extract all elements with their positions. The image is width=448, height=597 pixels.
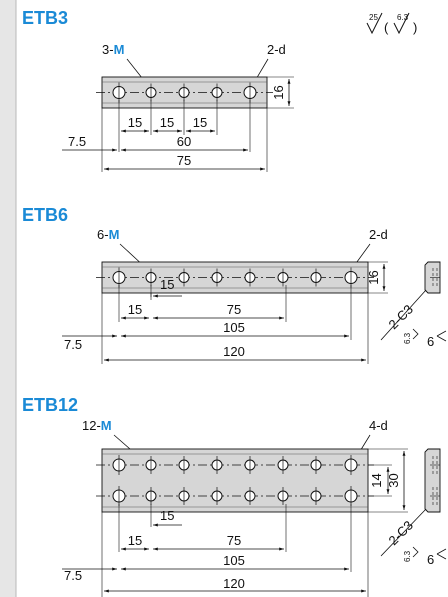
etb6-section: ETB6 6-M 2-d 16 2-C3 6.3 6	[22, 205, 447, 364]
etb12-length-label: 120	[223, 576, 245, 591]
etb6-hole-label: 2-d	[369, 227, 388, 242]
etb6-holes	[112, 267, 358, 288]
sidebar-strip	[0, 0, 16, 597]
etb12-offset-15: 15	[128, 533, 142, 548]
roughness-check-icon	[412, 546, 419, 558]
etb6-length-label: 120	[223, 344, 245, 359]
etb12-tap-label: 12-M	[82, 418, 112, 433]
roughness-paren-open: (	[384, 20, 389, 35]
roughness-symbols: 25 ( 6.3 )	[366, 12, 417, 35]
etb3-tap-label: 3-M	[102, 42, 124, 57]
etb3-hole-label: 2-d	[267, 42, 286, 57]
etb3-length-label: 75	[177, 153, 191, 168]
etb6-pitch-label: 15	[160, 277, 174, 292]
etb3-pitch-2: 15	[160, 115, 174, 130]
roughness-check-icon	[412, 328, 419, 340]
etb3-height-label: 16	[271, 85, 286, 99]
etb12-side-dim: 6	[427, 552, 434, 567]
etb6-side-view	[424, 261, 441, 294]
etb12-span-105: 105	[223, 553, 245, 568]
etb12-part-body	[101, 448, 369, 513]
etb6-span-75: 75	[227, 302, 241, 317]
etb12-holes	[112, 455, 358, 506]
etb12-chamfer-label: 2-C3	[386, 518, 417, 549]
etb6-title: ETB6	[22, 205, 68, 225]
etb12-section: ETB12 12-M 4-d 14 30 2-C3 6.	[22, 395, 447, 597]
etb3-pitch-1: 15	[128, 115, 142, 130]
etb3-offset-label: 7.5	[68, 134, 86, 149]
etb12-row-pitch-label: 14	[369, 473, 384, 487]
etb12-chamfer-leader	[380, 508, 427, 557]
etb3-pitch-3: 15	[193, 115, 207, 130]
etb6-tap-label: 6-M	[97, 227, 119, 242]
etb6-offset-15: 15	[128, 302, 142, 317]
etb6-chamfer-leader	[380, 289, 427, 341]
etb3-span-60: 60	[177, 134, 191, 149]
etb12-side-view	[424, 448, 441, 513]
roughness-25-label: 25	[369, 13, 378, 22]
etb12-hole-label: 4-d	[369, 418, 388, 433]
etb3-section: ETB3 25 ( 6.3 ) 3-M 2-d 16	[22, 8, 417, 172]
etb12-height-label: 30	[386, 473, 401, 487]
roughness-paren-close: )	[413, 20, 417, 35]
etb12-span-75: 75	[227, 533, 241, 548]
etb6-height-label: 16	[366, 270, 381, 284]
etb6-side-dim: 6	[427, 334, 434, 349]
roughness-check-icon	[393, 12, 410, 35]
roughness-63-label: 6.3	[397, 13, 409, 22]
etb6-roughness-label: 6.3	[403, 332, 412, 344]
etb3-title: ETB3	[22, 8, 68, 28]
etb6-offset-label: 7.5	[64, 337, 82, 352]
roughness-check-icon	[366, 12, 383, 35]
etb12-pitch-label: 15	[160, 508, 174, 523]
etb6-span-105: 105	[223, 320, 245, 335]
etb12-title: ETB12	[22, 395, 78, 415]
etb3-holes	[112, 82, 257, 103]
etb12-offset-label: 7.5	[64, 568, 82, 583]
etb12-roughness-label: 6.3	[403, 550, 412, 562]
